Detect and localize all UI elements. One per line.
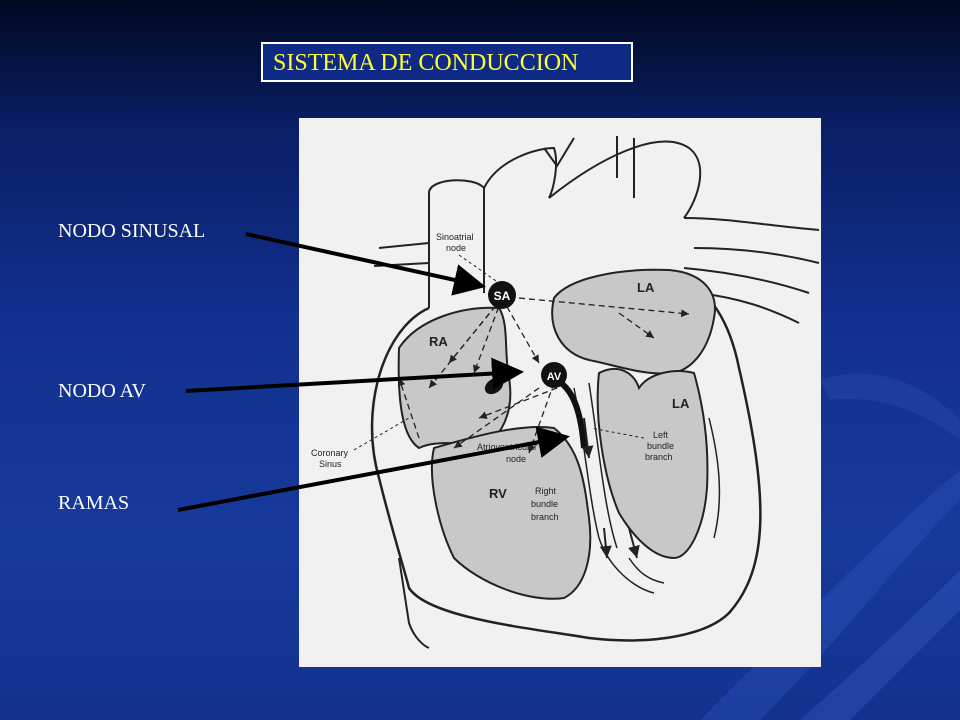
label-atrioventricular: Atrioventricular [477, 442, 537, 452]
label-left-bundle: bundle [647, 441, 674, 451]
label-left: Left [653, 430, 669, 440]
label-coronary-sinus: Sinus [319, 459, 342, 469]
right-ventricle [430, 426, 592, 600]
label-right: Right [535, 486, 557, 496]
label-la-top: LA [637, 280, 655, 295]
label-ra: RA [429, 334, 448, 349]
label-atrioventricular-node: node [506, 454, 526, 464]
heart-diagram-panel: SA AV LA LA RA RV Sinoatrial node Corona… [299, 118, 821, 667]
label-sinoatrial: Sinoatrial [436, 232, 474, 242]
av-badge-text: AV [547, 371, 562, 383]
label-ramas: RAMAS [58, 492, 130, 514]
bundle-of-his [559, 380, 587, 449]
label-coronary: Coronary [311, 448, 349, 458]
label-left-branch: branch [645, 452, 673, 462]
av-node: AV [541, 362, 567, 388]
label-rv: RV [489, 486, 507, 501]
heart-diagram: SA AV LA LA RA RV Sinoatrial node Corona… [311, 136, 820, 649]
sa-node: SA [488, 281, 516, 309]
label-right-branch: branch [531, 512, 559, 522]
label-la-lower: LA [672, 396, 690, 411]
label-nodo-av: NODO AV [58, 380, 146, 402]
slide-title-box: SISTEMA DE CONDUCCION [261, 42, 633, 82]
slide-title: SISTEMA DE CONDUCCION [273, 50, 579, 76]
left-ventricle [596, 368, 709, 560]
label-sinoatrial-node: node [446, 243, 466, 253]
label-right-bundle: bundle [531, 499, 558, 509]
solid-arrows [581, 417, 640, 559]
label-nodo-sinusal: NODO SINUSAL [58, 220, 206, 242]
sa-badge-text: SA [494, 289, 511, 303]
left-atrium [551, 268, 716, 375]
